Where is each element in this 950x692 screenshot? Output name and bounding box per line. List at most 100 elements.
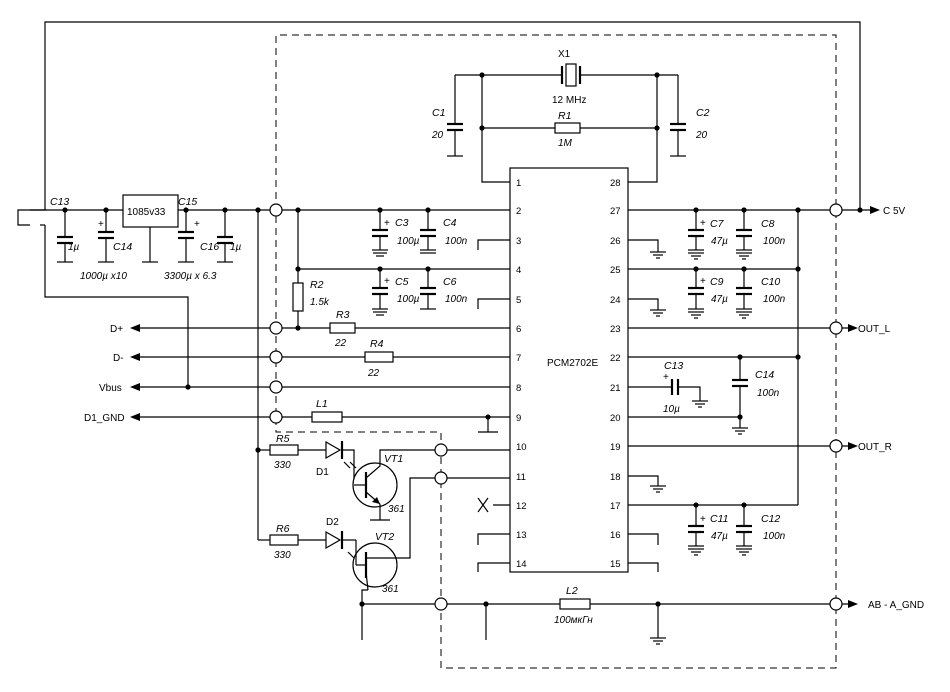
- label-c13-ic: C13: [664, 360, 683, 372]
- value-c10: 100n: [763, 294, 786, 305]
- resistor-r5: [269, 444, 299, 456]
- terminal: [269, 410, 283, 424]
- ic-pin-number: 1: [516, 178, 521, 189]
- resistor-r6: [269, 534, 299, 546]
- ic-pcm2702e: [477, 167, 659, 573]
- ic-pin-number: 27: [610, 206, 621, 217]
- inductor-l2: [559, 598, 591, 610]
- value-c2: 20: [695, 130, 708, 141]
- label-c14-ic: C14: [755, 369, 774, 381]
- value-c7: 47µ: [711, 236, 728, 247]
- value-c14: 1000µ x10: [80, 271, 127, 282]
- terminal: [269, 380, 283, 394]
- value-r5: 330: [274, 460, 291, 471]
- value-r3: 22: [334, 338, 347, 349]
- value-l2: 100мкГн: [554, 615, 593, 626]
- value-c14-ic: 100n: [757, 388, 780, 399]
- value-c3: 100µ: [397, 236, 420, 247]
- ic-pin-number: 6: [516, 324, 521, 335]
- resistor-r4: [364, 351, 394, 363]
- label-d2: D2: [326, 517, 339, 528]
- label-d1: D1: [316, 467, 329, 478]
- transistor-vt1: [352, 462, 398, 508]
- ground-symbols: [373, 251, 752, 645]
- value-c6: 100n: [445, 294, 468, 305]
- ic-pin-number: 21: [610, 383, 621, 394]
- value-c11: 47µ: [711, 531, 728, 542]
- ic-pin-number: 16: [610, 530, 621, 541]
- label-l1: L1: [316, 398, 328, 410]
- ic-pin-number: 19: [610, 442, 621, 453]
- label-c15: C15: [178, 196, 197, 208]
- value-c13-ic: 10µ: [663, 404, 680, 415]
- power-rail-3v3: + +: [276, 207, 510, 331]
- value-vt1: 361: [388, 504, 405, 515]
- regulator-section: + +: [30, 194, 276, 263]
- label-c13-left: C13: [50, 196, 69, 208]
- svg-text:+: +: [700, 276, 706, 287]
- value-x1: 12 MHz: [552, 95, 586, 106]
- value-c4: 100n: [445, 236, 468, 247]
- svg-text:+: +: [384, 218, 390, 229]
- svg-text:+: +: [384, 276, 390, 287]
- ic-pin-number: 3: [516, 236, 521, 247]
- svg-text:+: +: [700, 218, 706, 229]
- ic-pin-number: 26: [610, 236, 621, 247]
- terminal: [829, 439, 843, 453]
- port-c5v: C 5V: [883, 206, 906, 217]
- ic-pin-number: 17: [610, 501, 621, 512]
- value-r1: 1M: [558, 138, 573, 149]
- label-r4: R4: [370, 338, 384, 350]
- label-c16: C16: [200, 241, 219, 253]
- ic-pin-number: 15: [610, 559, 621, 570]
- crystal-section: [447, 63, 686, 183]
- ic-pin-number: 23: [610, 324, 621, 335]
- port-d-plus: D+: [110, 324, 123, 335]
- value-r2: 1.5k: [310, 297, 330, 308]
- terminal: [434, 443, 448, 457]
- ic-pin-number: 7: [516, 353, 521, 364]
- label-c11: C11: [710, 513, 728, 525]
- svg-text:+: +: [663, 372, 669, 383]
- ic-pin-number: 12: [516, 501, 527, 512]
- label-c9: C9: [710, 276, 724, 288]
- value-c15: 3300µ x 6.3: [164, 271, 217, 282]
- terminal: [829, 203, 843, 217]
- label-c12: C12: [761, 513, 780, 525]
- label-l2: L2: [566, 585, 578, 597]
- label-r2: R2: [310, 279, 324, 291]
- label-r3: R3: [336, 309, 350, 321]
- terminal: [434, 471, 448, 485]
- port-ab-a-gnd: AB - A_GND: [868, 600, 924, 611]
- port-d1-gnd: D1_GND: [84, 413, 125, 424]
- terminal: [269, 321, 283, 335]
- ic-pin-number: 13: [516, 530, 527, 541]
- label-x1: X1: [558, 49, 571, 60]
- value-c12: 100n: [763, 531, 786, 542]
- right-side-circuitry: + + + +: [628, 206, 880, 547]
- label-c6: C6: [443, 276, 457, 288]
- label-c8: C8: [761, 218, 775, 230]
- connector-terminals: [269, 203, 843, 611]
- value-c8: 100n: [763, 236, 786, 247]
- ic-pin-number: 5: [516, 295, 521, 306]
- label-r5: R5: [276, 433, 290, 445]
- label-c3: C3: [395, 217, 409, 229]
- ic-pin-number: 18: [610, 472, 621, 483]
- port-d-minus: D-: [113, 353, 124, 364]
- ic-pin-number: 24: [610, 295, 621, 306]
- value-r6: 330: [274, 550, 291, 561]
- regulator-label: 1085v33: [127, 207, 166, 218]
- resistor-r2: [292, 282, 304, 312]
- crystal-x1: [565, 63, 577, 87]
- svg-text:+: +: [98, 219, 104, 230]
- left-signal-lines: [130, 210, 510, 541]
- resistor-r1: [554, 122, 581, 134]
- label-r6: R6: [276, 523, 290, 535]
- resistor-r3: [329, 322, 356, 334]
- ic-label: PCM2702E: [547, 358, 598, 369]
- value-r4: 22: [367, 368, 380, 379]
